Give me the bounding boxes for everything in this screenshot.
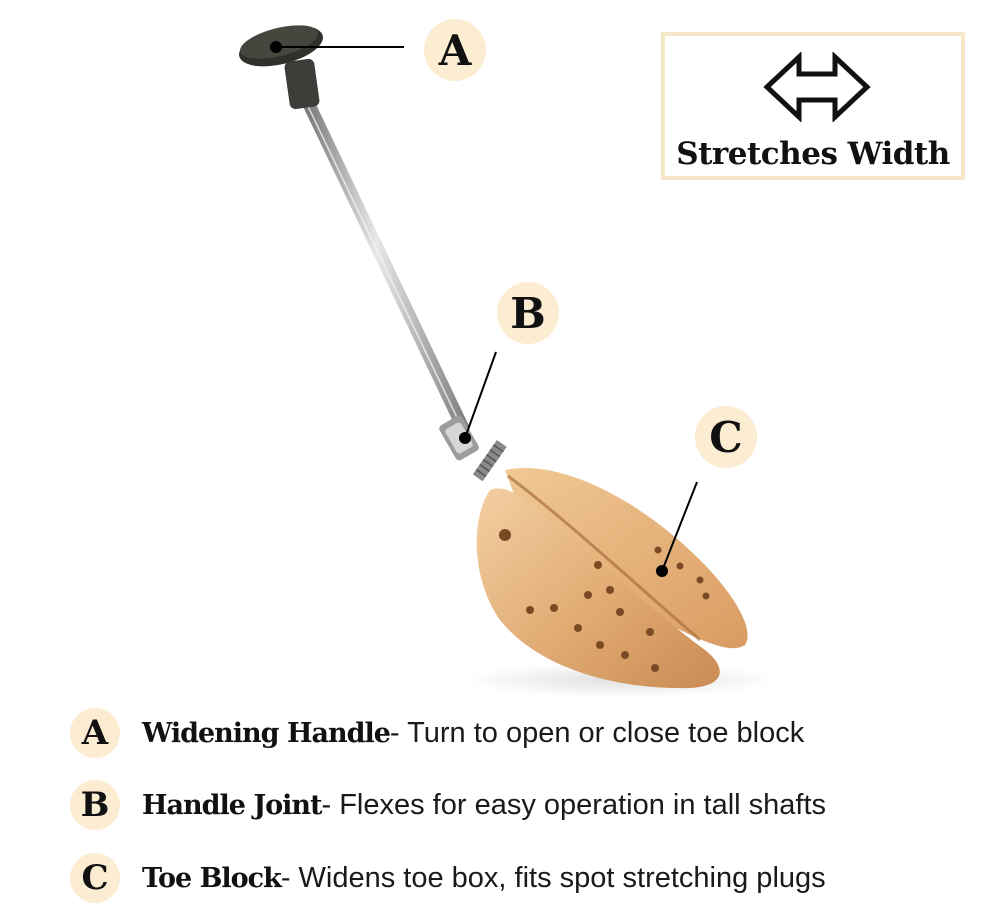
callout-c: C [695, 406, 757, 468]
legend-badge: A [70, 708, 120, 758]
stretch-plug-holes [499, 529, 710, 672]
legend-badge: B [70, 780, 120, 830]
legend-desc: - Turn to open or close toe block [389, 716, 805, 749]
legend-desc: - Widens toe box, fits spot stretching p… [280, 861, 826, 894]
rod [300, 98, 470, 432]
legend-item-handle-joint: B Handle Joint- Flexes for easy operatio… [70, 779, 826, 831]
legend-term: Widening Handle [142, 717, 391, 749]
handle [239, 25, 323, 110]
joint [439, 415, 507, 482]
legend-text: Toe Block- Widens toe box, fits spot str… [142, 862, 826, 895]
legend-term: Toe Block [142, 862, 282, 894]
legend-text: Widening Handle- Turn to open or close t… [142, 717, 804, 750]
legend-badge: C [70, 853, 120, 903]
legend-desc: - Flexes for easy operation in tall shaf… [321, 788, 827, 821]
stretches-width-label: Stretches Width [676, 136, 950, 172]
toe-block [476, 467, 748, 689]
callout-a: A [424, 19, 486, 81]
legend-term: Handle Joint [142, 789, 322, 821]
shoe-stretcher-illustration [239, 25, 780, 698]
legend-item-toe-block: C Toe Block- Widens toe box, fits spot s… [70, 852, 826, 904]
leader-lines [270, 41, 698, 577]
double-arrow-icon [763, 52, 871, 122]
callout-b: B [497, 282, 559, 344]
legend-text: Handle Joint- Flexes for easy operation … [142, 789, 826, 822]
legend-item-widening-handle: A Widening Handle- Turn to open or close… [70, 707, 804, 759]
stretches-width-box: Stretches Width [661, 32, 965, 180]
